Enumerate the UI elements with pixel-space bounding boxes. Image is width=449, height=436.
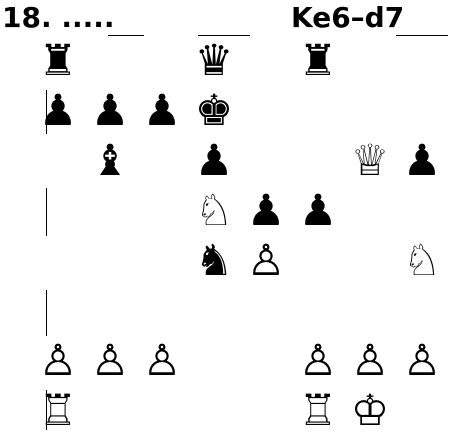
square-h5 xyxy=(396,186,448,236)
board-edge-mark xyxy=(46,390,47,430)
board-edge-mark xyxy=(46,290,47,336)
black-queen-icon[interactable]: ♛ xyxy=(188,36,240,86)
square-g7 xyxy=(344,86,396,136)
square-c3 xyxy=(136,286,188,336)
square-b8 xyxy=(84,36,136,86)
square-g4 xyxy=(344,236,396,286)
white-pawn-icon[interactable]: ♙ xyxy=(240,236,292,286)
white-rook-icon[interactable]: ♖ xyxy=(32,386,84,436)
square-c5 xyxy=(136,186,188,236)
white-pawn-icon[interactable]: ♙ xyxy=(292,336,344,386)
square-e1 xyxy=(240,386,292,436)
square-f4 xyxy=(292,236,344,286)
square-e3 xyxy=(240,286,292,336)
white-pawn-icon[interactable]: ♙ xyxy=(344,336,396,386)
square-a3 xyxy=(32,286,84,336)
square-a4 xyxy=(32,236,84,286)
board-edge-mark xyxy=(46,188,47,236)
move-number: 18. ..... xyxy=(2,1,115,35)
square-c1 xyxy=(136,386,188,436)
white-king-icon[interactable]: ♔ xyxy=(344,386,396,436)
black-pawn-icon[interactable]: ♟ xyxy=(188,136,240,186)
square-d1 xyxy=(188,386,240,436)
square-e2 xyxy=(240,336,292,386)
square-f6 xyxy=(292,136,344,186)
black-bishop-icon[interactable]: ♝ xyxy=(84,136,136,186)
square-d3 xyxy=(188,286,240,336)
black-knight-icon[interactable]: ♞ xyxy=(188,236,240,286)
square-h7 xyxy=(396,86,448,136)
square-c4 xyxy=(136,236,188,286)
white-queen-icon[interactable]: ♕ xyxy=(344,136,396,186)
black-pawn-icon[interactable]: ♟ xyxy=(136,86,188,136)
black-pawn-icon[interactable]: ♟ xyxy=(292,186,344,236)
square-a6 xyxy=(32,136,84,186)
square-b5 xyxy=(84,186,136,236)
move-notation: Ke6–d7 xyxy=(291,1,404,35)
square-b1 xyxy=(84,386,136,436)
white-pawn-icon[interactable]: ♙ xyxy=(396,336,448,386)
square-f7 xyxy=(292,86,344,136)
white-pawn-icon[interactable]: ♙ xyxy=(136,336,188,386)
white-pawn-icon[interactable]: ♙ xyxy=(32,336,84,386)
white-knight-icon[interactable]: ♘ xyxy=(188,186,240,236)
black-pawn-icon[interactable]: ♟ xyxy=(32,86,84,136)
square-a5 xyxy=(32,186,84,236)
black-rook-icon[interactable]: ♜ xyxy=(292,36,344,86)
square-g3 xyxy=(344,286,396,336)
square-e7 xyxy=(240,86,292,136)
black-pawn-icon[interactable]: ♟ xyxy=(84,86,136,136)
square-b3 xyxy=(84,286,136,336)
black-king-icon[interactable]: ♚ xyxy=(188,86,240,136)
square-d2 xyxy=(188,336,240,386)
square-c8 xyxy=(136,36,188,86)
white-knight-icon[interactable]: ♘ xyxy=(396,236,448,286)
square-b4 xyxy=(84,236,136,286)
black-pawn-icon[interactable]: ♟ xyxy=(240,186,292,236)
square-h3 xyxy=(396,286,448,336)
square-h1 xyxy=(396,386,448,436)
move-header: 18. ..... Ke6–d7 xyxy=(0,0,449,40)
square-e8 xyxy=(240,36,292,86)
black-rook-icon[interactable]: ♜ xyxy=(32,36,84,86)
board-edge-mark xyxy=(46,90,47,134)
square-g5 xyxy=(344,186,396,236)
chess-board: ♜♛♜♟♟♟♚♝♟♕♟♘♟♟♞♙♘♙♙♙♙♙♙♖♖♔ xyxy=(32,36,448,436)
white-rook-icon[interactable]: ♖ xyxy=(292,386,344,436)
square-g8 xyxy=(344,36,396,86)
black-pawn-icon[interactable]: ♟ xyxy=(396,136,448,186)
square-h8 xyxy=(396,36,448,86)
square-e6 xyxy=(240,136,292,186)
square-f3 xyxy=(292,286,344,336)
square-c6 xyxy=(136,136,188,186)
white-pawn-icon[interactable]: ♙ xyxy=(84,336,136,386)
